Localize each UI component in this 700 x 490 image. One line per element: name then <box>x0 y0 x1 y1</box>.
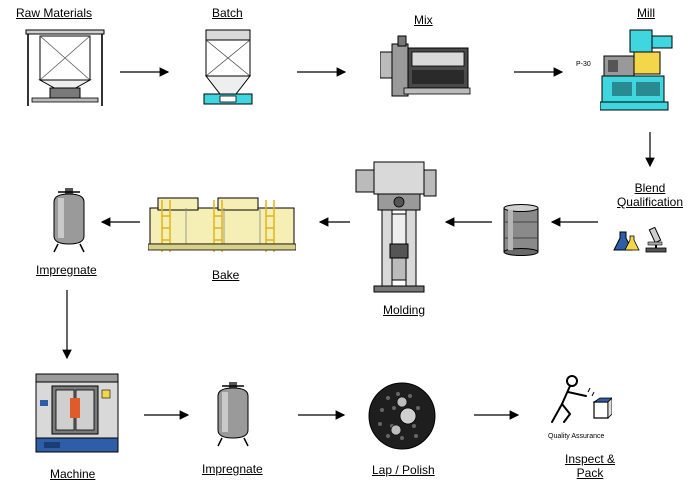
label-lap-polish: Lap / Polish <box>372 463 435 477</box>
label-blend-line2: Qualification <box>616 195 684 209</box>
label-blend-qualification: Blend Qualification <box>610 181 690 209</box>
impregnate-vessel-icon-1 <box>53 188 85 253</box>
label-blend-line1: Blend <box>634 181 666 195</box>
qa-caption: Quality Assurance <box>548 433 605 440</box>
label-impregnate-1: Impregnate <box>36 263 97 277</box>
mill-machine-icon <box>600 29 673 111</box>
label-bake: Bake <box>212 268 240 282</box>
storage-drum-icon <box>503 204 539 256</box>
mix-mixer-icon <box>380 35 471 97</box>
label-mix: Mix <box>414 13 433 27</box>
molding-press-icon <box>355 161 437 293</box>
label-inspect-line2: Pack <box>576 466 604 480</box>
label-machine: Machine <box>50 467 96 481</box>
label-raw-materials: Raw Materials <box>16 6 93 20</box>
mill-tag: P-30 <box>576 61 591 68</box>
label-mill: Mill <box>637 6 655 20</box>
cnc-machine-icon <box>35 373 119 453</box>
label-batch: Batch <box>212 6 243 20</box>
batch-hopper-icon <box>203 29 253 105</box>
label-inspect-pack: Inspect & Pack <box>555 452 625 480</box>
label-impregnate-2: Impregnate <box>202 462 263 476</box>
label-inspect-line1: Inspect & <box>564 452 616 466</box>
lap-polish-disc-icon <box>368 382 436 450</box>
raw-materials-bag-frame-icon <box>25 29 105 106</box>
lab-flask-microscope-icon <box>613 226 667 253</box>
impregnate-vessel-icon-2 <box>217 382 249 447</box>
quality-inspector-figure-icon <box>551 375 612 423</box>
bake-oven-icon <box>148 197 296 252</box>
label-molding: Molding <box>383 303 426 317</box>
